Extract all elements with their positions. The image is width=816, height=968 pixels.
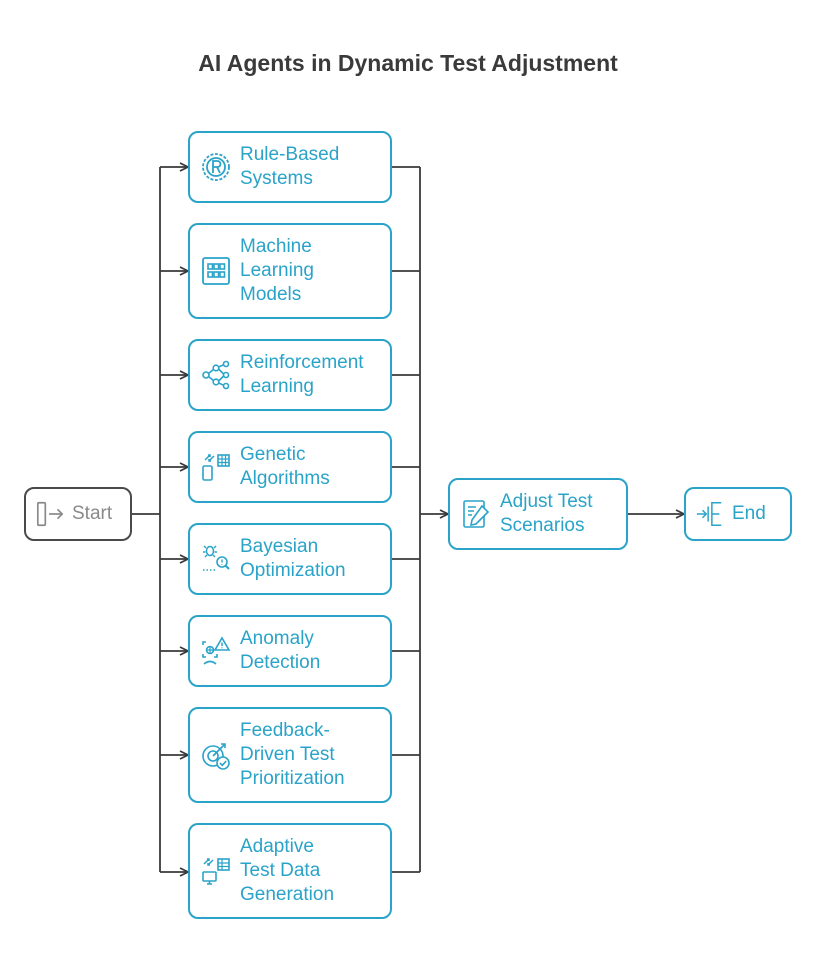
approach-rule-based: Rule-Based Systems: [188, 131, 392, 203]
adjust-label: Adjust Test Scenarios: [500, 491, 593, 536]
monitor-sync-icon: [202, 858, 230, 885]
approach-label: Anomaly Detection: [240, 628, 321, 673]
approach-label: Reinforcement Learning: [240, 352, 364, 397]
device-swap-icon: [202, 454, 230, 481]
approach-bayesian-optimization: Bayesian Optimization: [188, 523, 392, 595]
bug-search-icon: [203, 545, 230, 571]
start-node: Start: [24, 487, 132, 541]
adjust-scenarios-node: Adjust Test Scenarios: [448, 478, 628, 550]
bracket-arrow-icon: [696, 502, 722, 526]
approach-machine-learning: Machine Learning Models: [188, 223, 392, 319]
start-label: Start: [72, 503, 113, 524]
diagram-title: AI Agents in Dynamic Test Adjustment: [198, 50, 618, 76]
approach-label: Genetic Algorithms: [240, 444, 330, 489]
approach-label: Bayesian Optimization: [240, 536, 346, 581]
clipboard-edit-icon: [463, 500, 490, 528]
door-arrow-icon: [36, 501, 64, 527]
approach-label: Rule-Based Systems: [240, 144, 340, 189]
rule-badge-icon: [202, 153, 230, 181]
approach-anomaly-detection: Anomaly Detection: [188, 615, 392, 687]
approach-feedback-driven: Feedback- Driven Test Prioritization: [188, 707, 392, 803]
target-check-icon: [202, 743, 230, 770]
end-label: End: [732, 503, 766, 524]
approach-reinforcement-learning: Reinforcement Learning: [188, 339, 392, 411]
approach-adaptive-data: Adaptive Test Data Generation: [188, 823, 392, 919]
network-nodes-icon: [202, 360, 230, 390]
approach-label: Feedback- Driven Test Prioritization: [240, 720, 345, 789]
approach-genetic-algorithms: Genetic Algorithms: [188, 431, 392, 503]
end-node: End: [684, 487, 792, 541]
alert-scan-icon: [202, 636, 231, 665]
approach-label: Machine Learning Models: [240, 236, 314, 305]
grid-model-icon: [202, 257, 230, 285]
approach-label: Adaptive Test Data Generation: [240, 836, 335, 905]
